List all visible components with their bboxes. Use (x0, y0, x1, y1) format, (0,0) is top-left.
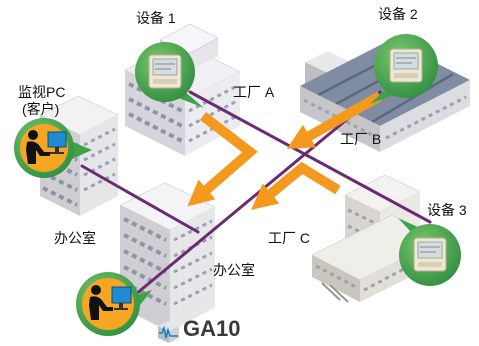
arrow-from-factory-c (251, 161, 341, 210)
device-3-label: 设备 3 (427, 202, 467, 218)
arrow-from-factory-a (187, 112, 258, 207)
arrow-from-factory-b (286, 91, 383, 149)
operator-at-pc-icon (26, 130, 67, 164)
device-3-bubble (398, 218, 461, 286)
factory-b-right-face (380, 80, 470, 152)
office-center-windows (123, 217, 213, 306)
factory-c-low-left (312, 255, 360, 302)
factory-c-label: 工厂 C (268, 230, 310, 246)
monitor-pc-bubble (14, 118, 92, 178)
device-2-label: 设备 2 (378, 6, 418, 22)
network-line-device-1-to-device-3 (188, 90, 432, 224)
office-center-label: 办公室 (213, 262, 255, 278)
factory-b-windows (385, 95, 467, 140)
factory-a-tower-right (188, 38, 218, 72)
network-line-pc-to-office (80, 164, 200, 234)
factory-a-label: 工厂 A (233, 84, 275, 100)
device-1-bubble (135, 42, 204, 108)
device-1-label: 设备 1 (136, 10, 176, 26)
device-icon (148, 54, 182, 89)
office-operator-bubble (76, 272, 152, 336)
office-left-label: 办公室 (54, 230, 96, 246)
factory-b-label: 工厂 B (340, 131, 382, 147)
device-2-bubble (370, 34, 438, 104)
device-icon (413, 237, 447, 272)
monitor-pc-label: 监视PC (18, 84, 66, 100)
factory-c-windows (347, 208, 378, 226)
operator-at-pc-icon (89, 285, 132, 320)
ga10-logo-icon (158, 321, 179, 343)
factory-c-stairs (321, 282, 349, 303)
office-left-right-face (80, 115, 118, 216)
brand-name: GA10 (183, 316, 241, 341)
device-icon (389, 48, 423, 83)
data-flow-arrows (187, 91, 383, 210)
client-label: (客户) (22, 101, 60, 117)
